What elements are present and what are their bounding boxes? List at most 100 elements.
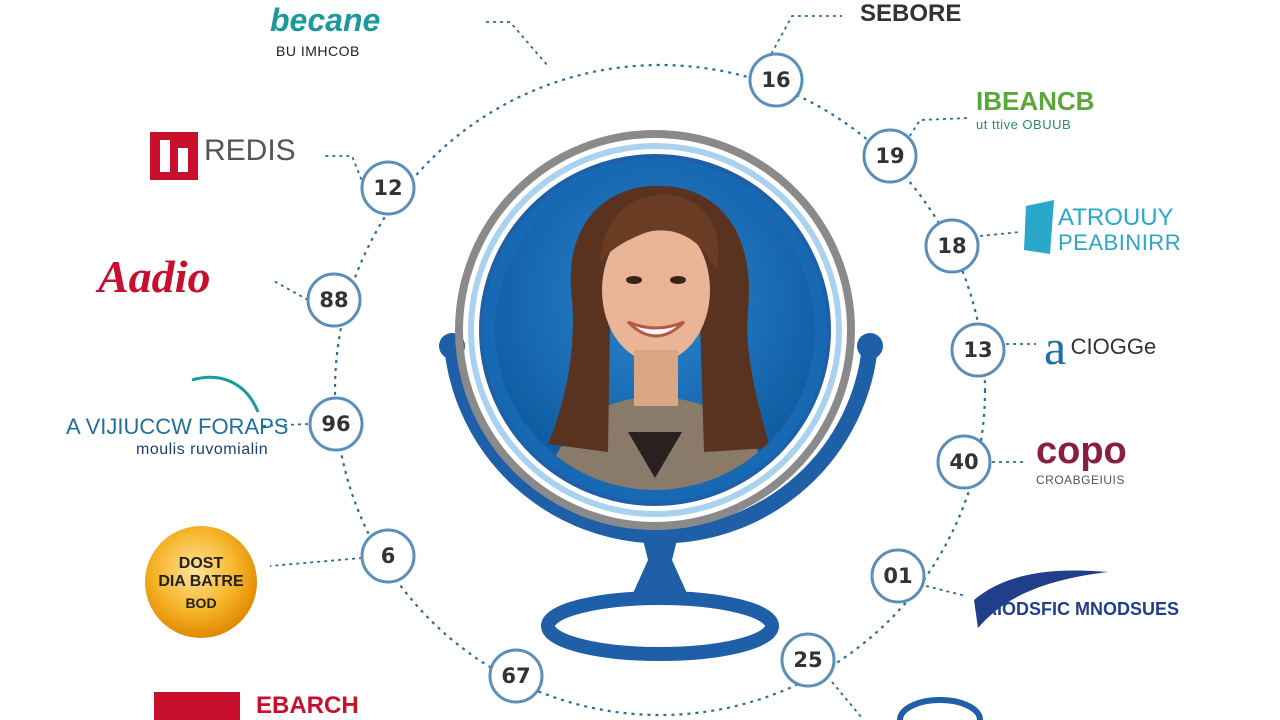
portrait-face	[602, 218, 710, 362]
portrait-neckline	[628, 432, 682, 478]
logo-a-ciogge: a CIOGGe	[1044, 322, 1156, 372]
mirror-stem	[630, 528, 690, 600]
node-n96: 96	[308, 396, 364, 452]
ebarch-logo-mark	[154, 692, 240, 720]
logo-a-mark: a	[1044, 319, 1067, 375]
node-circle	[306, 272, 362, 328]
connector-top-left	[486, 21, 549, 67]
logo-becane: becane BU IMHCOB	[270, 4, 380, 58]
node-circle	[488, 648, 544, 704]
node-n25: 25	[780, 632, 836, 688]
connector-18	[979, 231, 1021, 237]
node-n18: 18	[924, 218, 980, 274]
node-label: 18	[937, 234, 966, 258]
cyan-logo-mark	[1024, 200, 1054, 254]
mirror-base	[541, 591, 779, 661]
node-label: 19	[875, 144, 904, 168]
node-n88: 88	[306, 272, 362, 328]
redis-logo-mark	[150, 132, 198, 180]
connector-96	[261, 423, 309, 427]
node-circle	[924, 218, 980, 274]
logo-badge-line3: BOD	[185, 595, 217, 611]
node-circle	[780, 632, 836, 688]
portrait-eye-left	[626, 276, 642, 284]
logo-copo-title: copo	[1036, 430, 1127, 472]
mirror-frame-outer	[455, 130, 855, 530]
node-circle	[870, 548, 926, 604]
node-circle	[862, 128, 918, 184]
node-circle	[360, 528, 416, 584]
vibe-wave	[191, 375, 260, 413]
node-circle	[360, 160, 416, 216]
portrait-neck	[634, 350, 678, 406]
logo-aadio-title: Aadio	[98, 251, 211, 302]
connector-6	[269, 557, 363, 567]
logo-redis: REDIS	[204, 136, 296, 166]
logo-cyan: ATROUUY PEABINIRR	[1058, 206, 1181, 254]
node-circle	[748, 52, 804, 108]
logo-ebarch: EBARCH	[256, 694, 359, 718]
logo-green-sub: ut ttive OBUUB	[976, 117, 1072, 132]
logo-a-title: CIOGGe	[1070, 334, 1157, 359]
connector-88	[271, 279, 309, 301]
logo-green: IBEANCB ut ttive OBUUB	[976, 88, 1094, 131]
nodes: 16 19 18 13 40 01 25 67 6 96 88 12	[306, 52, 1006, 704]
node-label: 16	[761, 68, 790, 92]
logo-vibe-sub: moulis ruvomialin	[136, 441, 269, 458]
node-label: 88	[319, 288, 348, 312]
logo-badge-line2: DIA BATRE	[158, 573, 244, 590]
logo-redis-title: REDIS	[204, 134, 296, 167]
node-label: 96	[321, 412, 350, 436]
node-label: 40	[949, 450, 978, 474]
portrait-smile	[626, 320, 686, 338]
connector-25	[831, 681, 863, 719]
node-n16: 16	[748, 52, 804, 108]
smiling-woman-portrait	[540, 185, 778, 490]
node-n67: 67	[488, 648, 544, 704]
node-label: 67	[501, 664, 530, 688]
node-n6: 6	[360, 528, 416, 584]
logo-becane-title: becane	[270, 2, 381, 38]
logo-aadio: Aadio	[98, 254, 210, 300]
logo-copo: copo CROABGEIUIS	[1036, 432, 1127, 486]
connector-lines	[261, 15, 1036, 719]
bottom-right-arc	[897, 697, 983, 720]
logo-cyan-sub: PEABINIRR	[1058, 230, 1182, 255]
node-circle	[308, 396, 364, 452]
connector-16	[767, 15, 842, 61]
logo-becane-sub: BU IMHCOB	[276, 43, 360, 59]
node-n13: 13	[950, 322, 1006, 378]
logo-cyan-title: ATROUUY	[1058, 204, 1174, 231]
portrait-eye-right	[670, 276, 686, 284]
logo-ebarch-title: EBARCH	[256, 692, 359, 719]
node-label: 25	[793, 648, 822, 672]
connector-01	[925, 585, 967, 597]
node-n19: 19	[862, 128, 918, 184]
logo-vibe: A VIJIUCCW FORAPS moulis ruvomialin	[66, 416, 288, 458]
node-circle	[936, 434, 992, 490]
node-label: 12	[373, 176, 402, 200]
mirror-knob-right	[857, 333, 883, 359]
orange-badge-circle	[145, 526, 257, 638]
logo-copo-sub: CROABGEIUIS	[1036, 473, 1125, 487]
orbit-ring	[333, 63, 987, 717]
logo-badge: DOST DIA BATRE BOD	[148, 555, 254, 611]
logo-sebore: SEBORE	[860, 2, 961, 26]
navy-swoosh	[974, 570, 1108, 628]
connector-12	[322, 155, 365, 187]
node-circle	[950, 322, 1006, 378]
connector-19	[905, 117, 969, 143]
logo-navy-title: AIODSFIC MNODSUES	[984, 599, 1180, 619]
portrait-hair-front	[600, 194, 719, 270]
logo-vibe-title: A VIJIUCCW FORAPS	[66, 414, 289, 439]
logo-sebore-title: SEBORE	[860, 0, 962, 27]
logo-green-title: IBEANCB	[976, 86, 1095, 116]
node-label: 01	[883, 564, 912, 588]
node-n40: 40	[936, 434, 992, 490]
node-label: 6	[381, 544, 396, 568]
logo-badge-line1: DOST	[178, 555, 224, 572]
node-n01: 01	[870, 548, 926, 604]
mirror-frame-ring	[468, 143, 842, 517]
node-label: 13	[963, 338, 992, 362]
